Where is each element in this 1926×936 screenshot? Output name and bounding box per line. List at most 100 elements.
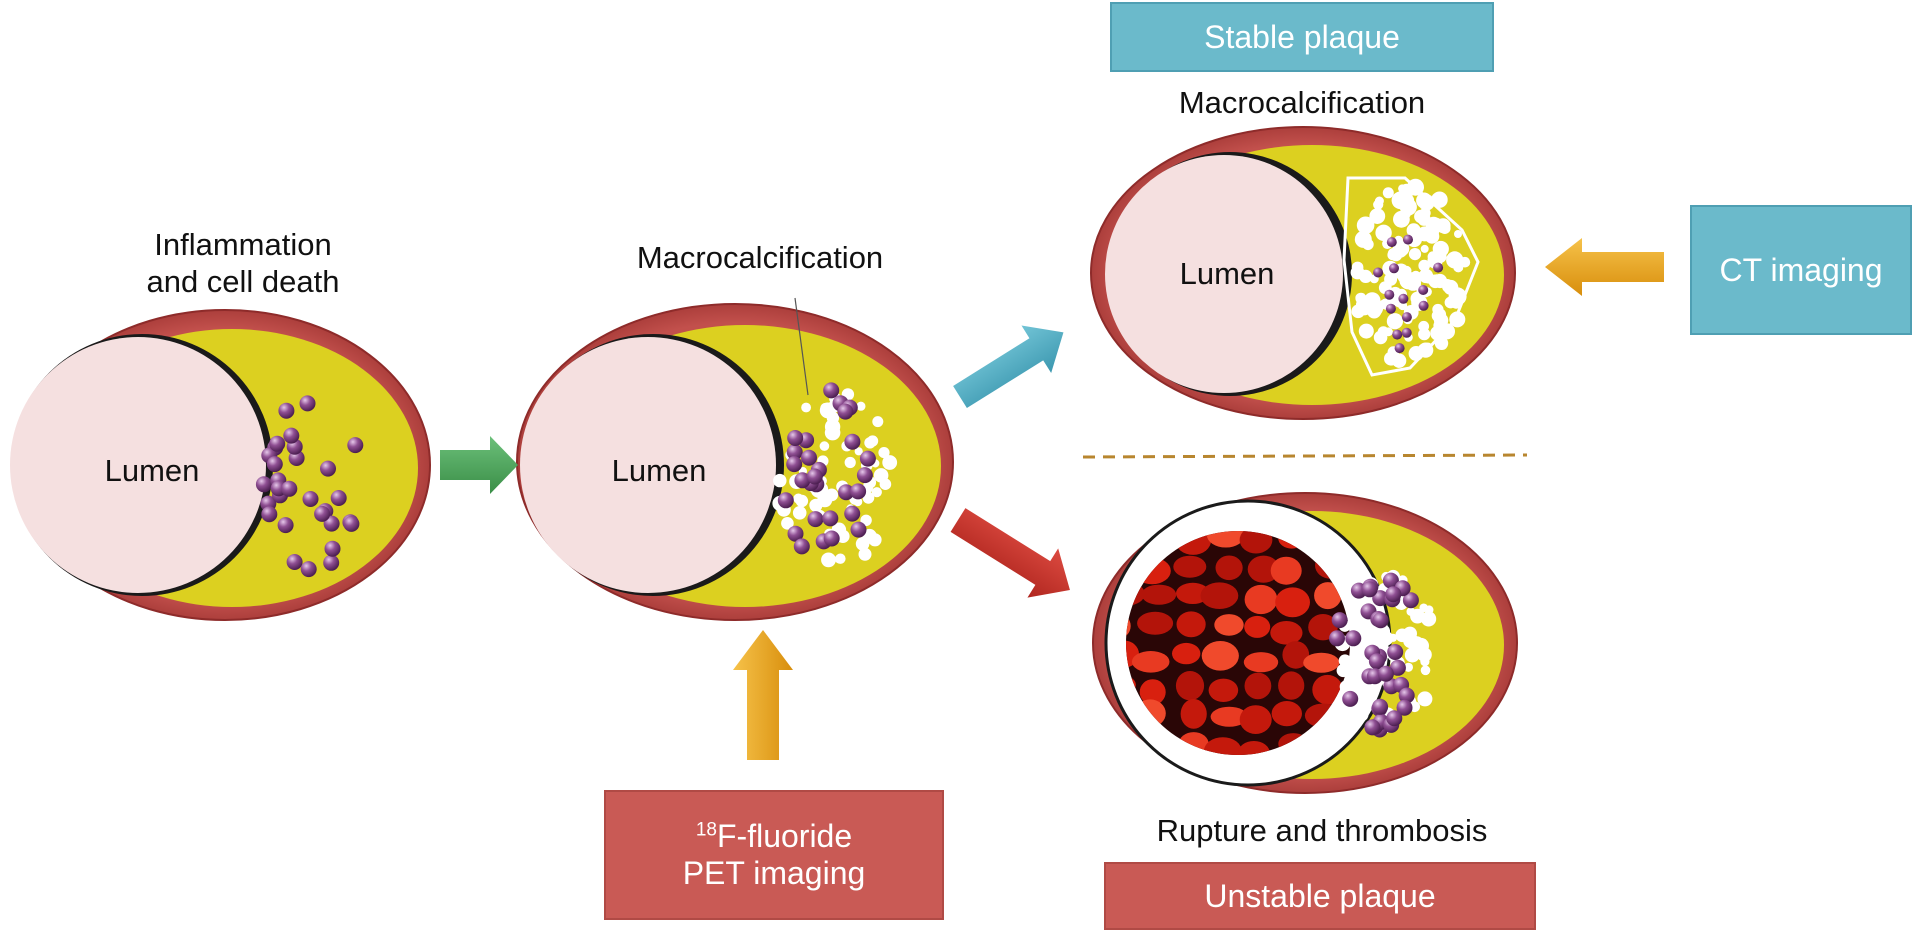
macrophage-sphere	[1382, 572, 1399, 589]
thrombus-cell	[1270, 556, 1302, 585]
macrophage-sphere	[1403, 234, 1413, 245]
calcification-dot	[1403, 626, 1417, 641]
calcification-dot	[1373, 199, 1384, 210]
thrombus-cell	[1270, 621, 1303, 645]
macrophage-sphere	[286, 554, 303, 570]
calcification-dot	[1354, 230, 1372, 248]
macrophage-sphere	[856, 467, 873, 484]
calcification-dot	[1415, 348, 1425, 358]
stage1-title-line1: Inflammation	[154, 227, 332, 262]
thrombus-cell	[1139, 679, 1166, 705]
macrophage-sphere	[300, 561, 317, 578]
calcification-dot	[1358, 323, 1374, 339]
calcification-icon	[772, 388, 898, 568]
calcification-dot	[801, 402, 811, 413]
calcification-dot	[1431, 193, 1442, 203]
macrophage-sphere	[1386, 710, 1403, 727]
red-arrow	[950, 508, 1070, 598]
ct-imaging-label: CT imaging	[1719, 251, 1883, 288]
lumen-label-2: Lumen	[611, 453, 707, 488]
calcification-dot	[1409, 636, 1424, 651]
calcification-dot	[854, 447, 863, 456]
calcification-dot	[1365, 299, 1384, 317]
calcification-dot	[844, 456, 856, 469]
calcification-dot	[826, 489, 835, 498]
thrombus-cell	[1141, 584, 1177, 605]
stage2-title: Macrocalcification	[636, 240, 884, 275]
calcification-dot	[1433, 313, 1449, 328]
calcification-dot	[1386, 313, 1403, 330]
calcification-dot	[821, 552, 836, 568]
stage1-title-line2: and cell death	[146, 264, 340, 299]
calcification-dot	[1417, 691, 1433, 707]
calcification-dot	[1388, 633, 1398, 642]
macrophage-sphere	[793, 538, 810, 555]
macrophage-sphere	[837, 403, 854, 420]
calcification-dot	[781, 517, 794, 530]
macrophage-sphere	[281, 480, 298, 497]
vessel-early-calcification	[516, 297, 954, 621]
macrophage-sphere	[1387, 644, 1404, 660]
calcification-dot	[1382, 187, 1394, 199]
calcification-dot	[1405, 274, 1422, 291]
macrophage-cluster-icon	[777, 382, 876, 555]
pet-isotope-superscript: 18	[695, 819, 717, 841]
calcification-dot	[819, 441, 830, 451]
stable-unstable-divider	[1082, 453, 1528, 459]
macrophage-sphere	[302, 491, 319, 507]
calcification-dot	[1441, 279, 1453, 290]
macrophage-sphere	[278, 402, 295, 419]
calcification-dot	[1362, 694, 1373, 705]
thrombus-cell	[1244, 584, 1278, 615]
stable-title: Macrocalcification	[1178, 85, 1426, 120]
calcification-dot	[1419, 603, 1428, 613]
thrombus-cell	[1200, 582, 1239, 609]
macrophage-sphere	[1373, 267, 1384, 278]
thrombus-cell	[1271, 701, 1303, 727]
calcification-dot	[1417, 647, 1432, 662]
calcification-dot	[1418, 259, 1430, 272]
calcification-dot	[1339, 680, 1353, 693]
thrombus-cell	[1238, 741, 1270, 755]
macrophage-sphere	[324, 540, 341, 557]
macrophage-sphere	[850, 483, 867, 500]
macrophage-sphere	[1392, 329, 1403, 340]
stable-plaque-box: Stable plaque	[1110, 2, 1494, 72]
calcification-dot	[1403, 662, 1413, 672]
macrophage-sphere	[277, 517, 294, 534]
macrophage-cluster-icon	[255, 395, 364, 578]
thrombus-cell	[1303, 652, 1340, 673]
vessel-inflammation	[10, 309, 431, 621]
pointer-line	[794, 297, 809, 396]
macrophage-sphere	[255, 476, 272, 493]
calcification-dot	[858, 547, 872, 561]
macrophage-sphere	[1394, 343, 1405, 354]
macrophage-sphere	[343, 515, 360, 532]
thrombus-cell	[1137, 611, 1174, 635]
macrophage-sphere	[1389, 263, 1399, 274]
macrophage-sphere	[1389, 659, 1406, 676]
thrombus-cell	[1176, 611, 1206, 638]
macrophage-sphere	[823, 382, 840, 399]
pet-line1: 18F-fluoride	[696, 818, 852, 855]
calcification-dot	[1439, 323, 1455, 340]
thrombus-cell	[1210, 706, 1248, 727]
stable-plaque-label: Stable plaque	[1204, 18, 1400, 55]
calcification-dot	[1418, 328, 1431, 341]
thrombus-cell	[1173, 555, 1207, 578]
macrophage-sphere	[822, 510, 839, 527]
calcification-dot	[1375, 224, 1392, 241]
thrombus-cell	[1278, 671, 1305, 700]
calcification-dot	[872, 416, 884, 428]
macrophage-sphere	[838, 484, 855, 501]
calcification-dot	[1400, 267, 1411, 278]
calcification-dot	[1399, 195, 1409, 206]
macrophage-sphere	[801, 449, 817, 466]
macrophage-sphere	[1342, 690, 1359, 707]
macrophage-sphere	[323, 554, 340, 571]
unstable-plaque-label: Unstable plaque	[1204, 877, 1436, 914]
calcification-dot	[1398, 184, 1407, 193]
calcification-dot	[819, 402, 836, 419]
calcification-dot	[867, 435, 879, 447]
calcification-dot	[1449, 311, 1466, 328]
